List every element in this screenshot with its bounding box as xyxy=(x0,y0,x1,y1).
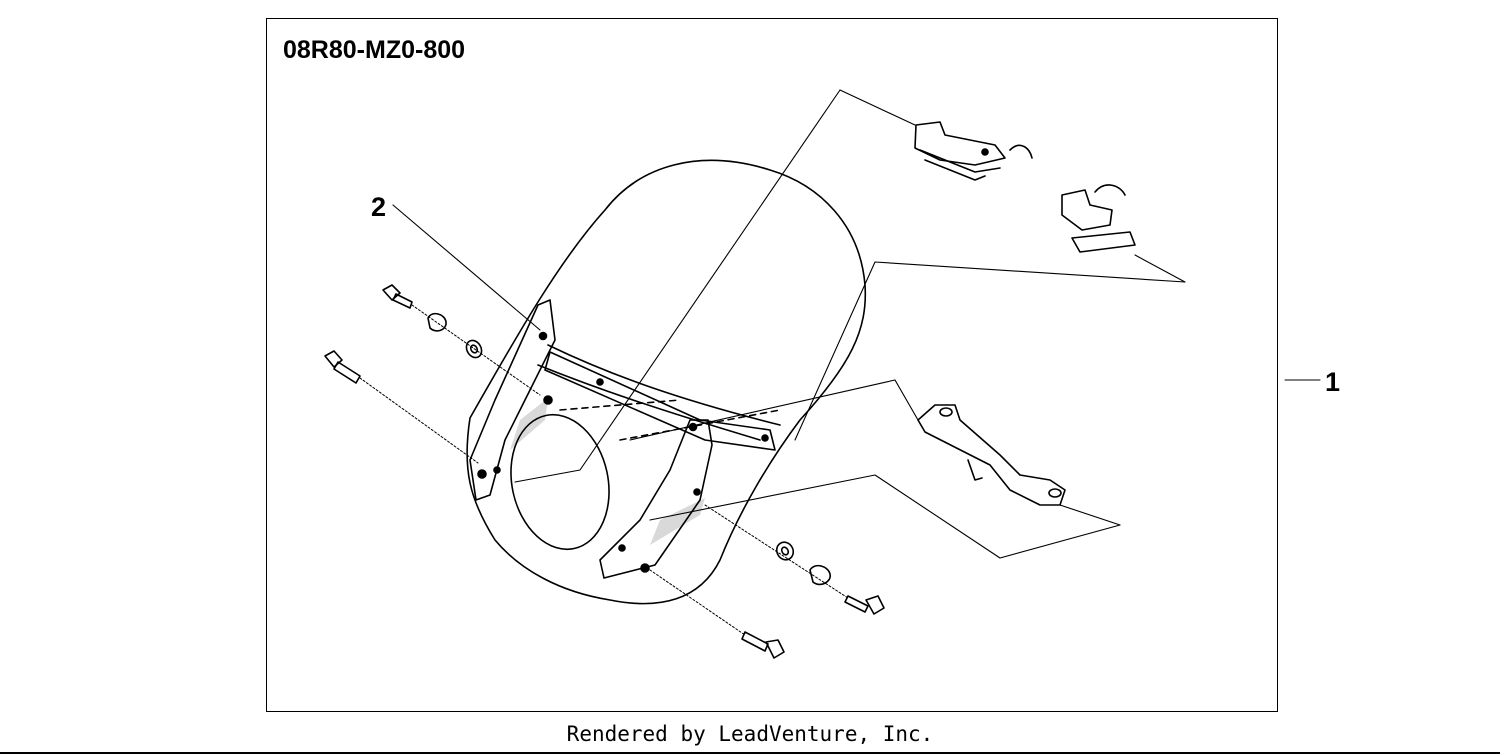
stay-bracket xyxy=(917,404,1066,506)
bottom-bolt xyxy=(649,569,785,659)
callout-1: 1 xyxy=(1325,367,1341,397)
cross-bar xyxy=(544,351,776,451)
upper-left-fasteners xyxy=(382,284,541,396)
windshield-outline xyxy=(466,159,867,605)
clamp-bracket-lower xyxy=(1061,184,1136,253)
callout-2: 2 xyxy=(371,192,387,222)
leader-callout-2 xyxy=(392,204,541,331)
lower-left-bolt xyxy=(324,350,479,464)
bottom-divider xyxy=(0,752,1500,754)
lower-right-fasteners xyxy=(704,504,885,615)
clamp-bracket-upper xyxy=(914,121,1033,181)
leader-callout-1 xyxy=(514,89,1321,559)
windshield-mount-curve xyxy=(547,344,781,426)
diagram-frame xyxy=(266,18,1278,712)
footer-credit: Rendered by LeadVenture, Inc. xyxy=(566,722,934,746)
headlight-opening xyxy=(510,413,610,551)
right-bracket xyxy=(599,419,713,579)
part-number-label: 08R80-MZ0-800 xyxy=(283,36,466,64)
